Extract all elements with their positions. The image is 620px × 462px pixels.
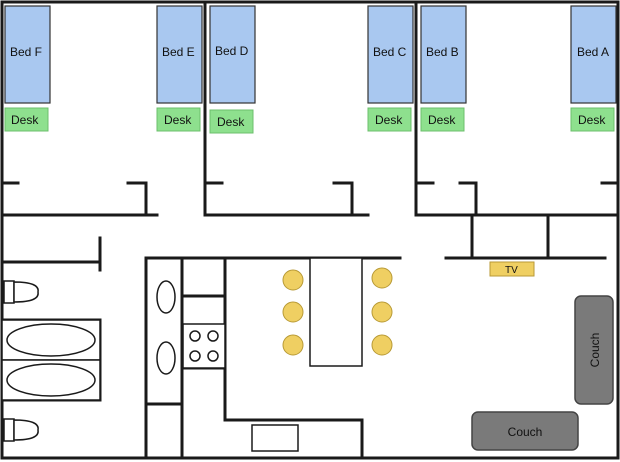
vanity-basin-2 xyxy=(156,341,176,375)
bed-c: Bed C xyxy=(367,5,414,104)
desk-a: Desk xyxy=(570,107,615,132)
desk-label: Desk xyxy=(428,113,456,127)
stool xyxy=(282,334,304,356)
kitchen-sink xyxy=(251,424,299,452)
couch-vertical: Couch xyxy=(574,295,614,405)
bar-stools xyxy=(282,267,393,356)
desk-c: Desk xyxy=(367,107,412,132)
stool xyxy=(371,267,393,289)
bed-f: Bed F xyxy=(4,5,51,104)
bed-e-label: Bed E xyxy=(162,45,195,59)
stool xyxy=(371,334,393,356)
stove xyxy=(182,323,226,369)
tv: TV xyxy=(489,261,535,277)
bathtub-2 xyxy=(1,359,101,401)
bed-a: Bed A xyxy=(570,5,617,104)
tv-label: TV xyxy=(505,265,518,276)
bathtub-1 xyxy=(1,319,101,361)
desk-b: Desk xyxy=(420,107,465,132)
stool xyxy=(282,269,304,291)
bed-d-label: Bed D xyxy=(215,44,249,58)
kitchen-island xyxy=(309,257,363,367)
bed-e: Bed E xyxy=(156,5,203,104)
bed-a-label: Bed A xyxy=(577,45,609,59)
stool xyxy=(282,301,304,323)
desk-label: Desk xyxy=(11,113,39,127)
couch-horizontal-label: Couch xyxy=(508,425,543,439)
desk-label: Desk xyxy=(217,115,245,129)
desk-f: Desk xyxy=(4,107,49,132)
bed-d: Bed D xyxy=(209,5,256,104)
desk-d: Desk xyxy=(209,109,254,134)
desk-label: Desk xyxy=(578,113,606,127)
bed-f-label: Bed F xyxy=(10,45,42,59)
couch-vertical-label: Couch xyxy=(588,333,602,368)
stool xyxy=(371,301,393,323)
desk-label: Desk xyxy=(164,113,192,127)
desk-label: Desk xyxy=(375,113,403,127)
desk-e: Desk xyxy=(156,107,201,132)
toilet-1 xyxy=(3,280,39,304)
bed-c-label: Bed C xyxy=(373,45,407,59)
couch-horizontal: Couch xyxy=(471,411,579,451)
bed-b-label: Bed B xyxy=(426,45,459,59)
bed-b: Bed B xyxy=(420,5,467,104)
toilet-2 xyxy=(3,418,39,442)
vanity-basin-1 xyxy=(156,280,176,314)
bedroom-front-walls xyxy=(0,181,618,260)
